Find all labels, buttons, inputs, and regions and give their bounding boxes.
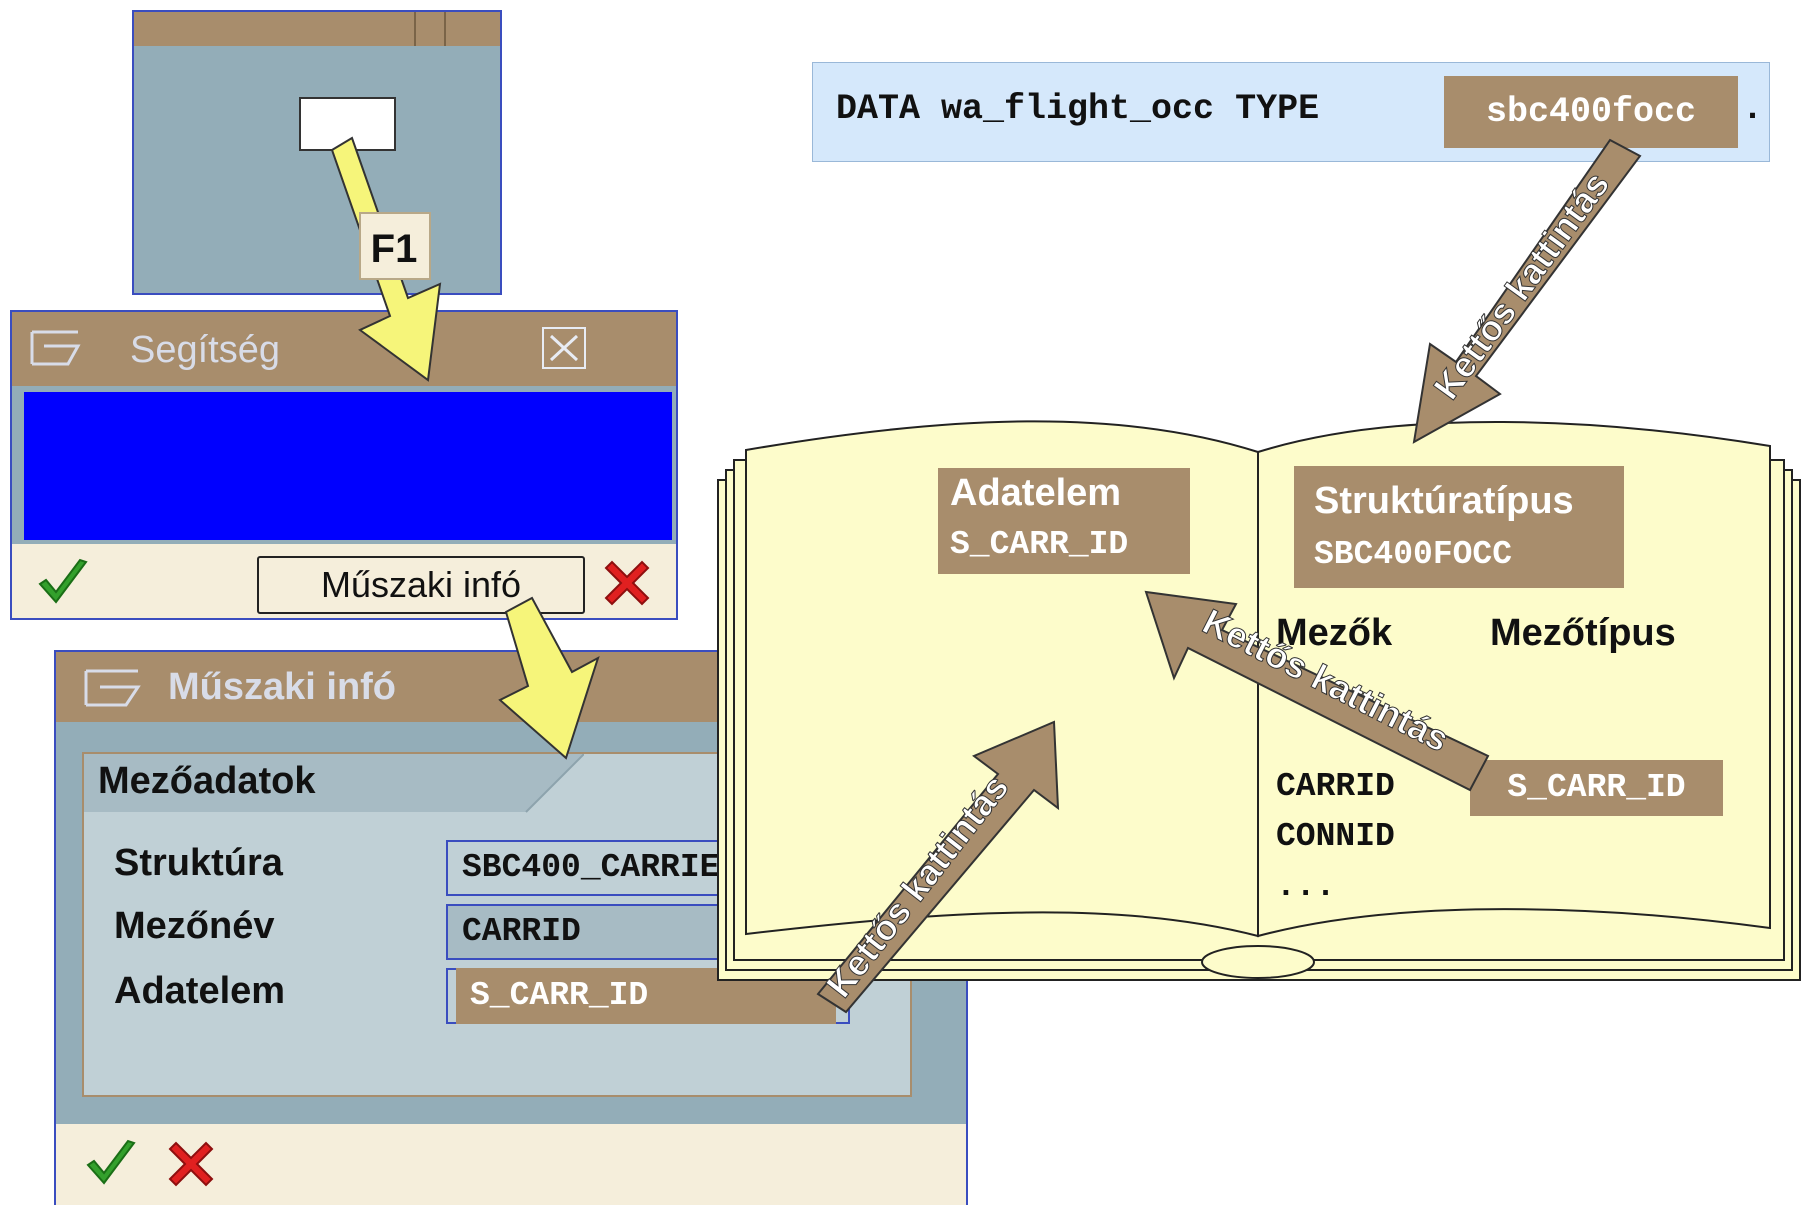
- close-icon: [549, 334, 579, 362]
- checkmark-icon: [86, 1139, 136, 1185]
- double-click-arrow: [1412, 138, 1642, 444]
- structure-type-name: SBC400FOCC: [1314, 536, 1513, 573]
- double-click-arrow: [1144, 590, 1490, 792]
- data-element-title: Adatelem: [950, 472, 1122, 514]
- code-type-name[interactable]: sbc400focc: [1444, 76, 1738, 148]
- tech-info-dialog: Műszaki infó Mezőadatok Struktúra SBC400…: [54, 650, 968, 1205]
- data-element-name: S_CARR_ID: [950, 526, 1129, 563]
- structure-field-row: CONNID: [1276, 818, 1395, 855]
- double-click-arrow: [816, 720, 1060, 1014]
- f1-key-label: F1: [371, 227, 418, 271]
- titlebar-divider: [414, 12, 416, 46]
- close-button[interactable]: [542, 327, 586, 369]
- double-click-label: Kettős kattintás: [1425, 164, 1617, 407]
- code-line-suffix: .: [1742, 89, 1764, 129]
- field-type-column-header: Mezőtípus: [1490, 612, 1676, 654]
- data-element-label-box: [938, 468, 1190, 574]
- source-screen: [132, 10, 502, 295]
- field-type-value[interactable]: S_CARR_ID: [1470, 760, 1723, 816]
- window-icon: [30, 330, 81, 366]
- titlebar-divider: [444, 12, 446, 46]
- cancel-button[interactable]: [164, 1137, 218, 1191]
- fields-column-header: Mezők: [1276, 612, 1393, 654]
- ok-button[interactable]: [82, 1137, 140, 1189]
- source-screen-titlebar: [134, 12, 500, 46]
- tech-info-title: Műszaki infó: [168, 666, 397, 708]
- cancel-x-icon: [168, 1141, 214, 1187]
- yellow-arrow: [498, 596, 600, 760]
- help-text-area: [24, 392, 672, 540]
- group-title-tab: [84, 754, 584, 813]
- ok-button[interactable]: [34, 556, 92, 608]
- double-click-label: Kettős kattintás: [818, 767, 1017, 1005]
- structure-field-row: ...: [1276, 868, 1336, 905]
- cancel-button[interactable]: [600, 556, 654, 610]
- double-click-label: Kettős kattintás: [1196, 601, 1455, 760]
- field-label-structure: Struktúra: [114, 842, 283, 884]
- field-label-dataelement: Adatelem: [114, 970, 286, 1012]
- window-icon: [84, 669, 141, 707]
- structure-type-label-box: [1294, 466, 1624, 588]
- structure-type-title: Struktúratípus: [1314, 480, 1574, 522]
- cancel-x-icon: [604, 560, 650, 606]
- f1-key: [359, 212, 431, 280]
- help-dialog-title: Segítség: [130, 329, 280, 371]
- tech-info-footer: [56, 1124, 966, 1205]
- field-label-fieldname: Mezőnév: [114, 905, 275, 947]
- code-line-prefix: DATA wa_flight_occ TYPE: [836, 89, 1341, 129]
- checkmark-icon: [38, 558, 88, 604]
- group-title: Mezőadatok: [98, 760, 316, 802]
- help-dialog: Segítség Műszaki infó: [10, 310, 678, 620]
- structure-field-row: CARRID: [1276, 768, 1395, 805]
